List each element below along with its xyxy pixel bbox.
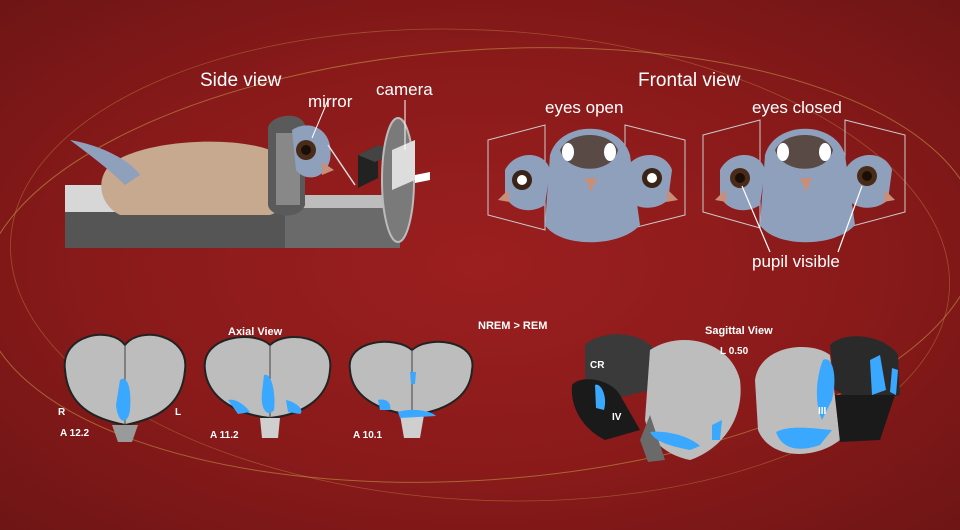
axial-slice-label-2: A 11.2 xyxy=(210,430,239,441)
right-marker: R xyxy=(58,407,66,418)
frontal-view-title: Frontal view xyxy=(638,70,741,91)
left-marker: L xyxy=(175,407,182,418)
sagittal-view-title: Sagittal View xyxy=(705,325,773,337)
axial-slice-label-3: A 10.1 xyxy=(353,430,383,441)
axial-slice-1 xyxy=(63,333,187,442)
sagittal-slice-label: L 0.50 xyxy=(720,346,749,357)
axial-slice-3 xyxy=(348,340,474,438)
eyes-open-pigeon xyxy=(487,124,686,243)
mirror-label: mirror xyxy=(308,92,353,111)
axial-view-title: Axial View xyxy=(228,326,283,338)
pupil-visible-label: pupil visible xyxy=(752,252,840,271)
pigeon-body xyxy=(101,141,293,215)
eyes-open-label: eyes open xyxy=(545,98,624,117)
region-label-iv: IV xyxy=(612,412,622,423)
sagittal-view-left xyxy=(571,334,741,462)
contrast-label: NREM > REM xyxy=(478,320,548,332)
axial-slice-2 xyxy=(203,336,332,438)
camera-label: camera xyxy=(376,80,433,99)
region-label-cr: CR xyxy=(590,360,605,371)
axial-slice-label-1: A 12.2 xyxy=(60,428,90,439)
region-label-iii: III xyxy=(818,406,827,417)
eyes-closed-pigeon xyxy=(702,119,906,253)
eyes-closed-label: eyes closed xyxy=(752,98,842,117)
sagittal-view-right xyxy=(755,336,900,454)
side-view-title: Side view xyxy=(200,70,282,91)
